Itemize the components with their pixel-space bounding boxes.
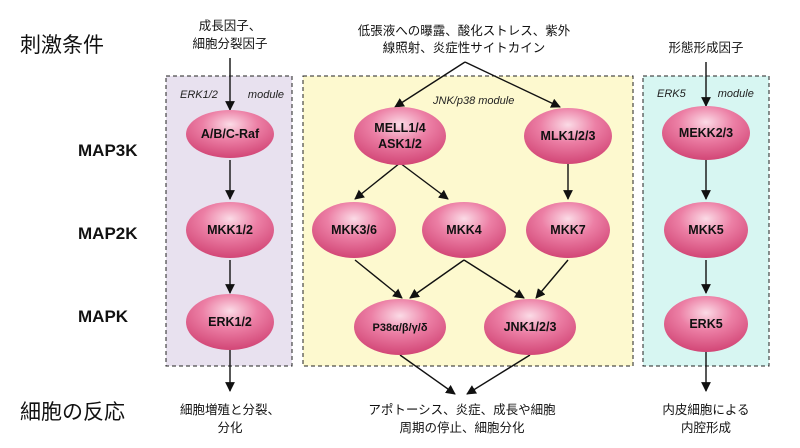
node-erk12-shape — [186, 294, 274, 350]
response-erk5-line2: 内腔形成 — [681, 420, 731, 435]
stimulus-erk12-line1: 成長因子、 — [199, 18, 262, 33]
node-mkk36-label: MKK3/6 — [331, 223, 377, 237]
node-erk5-shape — [664, 296, 748, 352]
node-mkk12-shape — [186, 202, 274, 258]
arrow-jnk-response — [466, 354, 531, 395]
node-mell-ask-shape — [354, 107, 446, 165]
node-mekk23-shape — [662, 106, 750, 160]
node-jnk-shape — [484, 299, 576, 355]
pathway-arrows — [225, 58, 711, 395]
node-raf: A/B/C-Raf — [186, 110, 274, 158]
node-mkk12-label: MKK1/2 — [207, 223, 253, 237]
node-mell-ask: MELL1/4 ASK1/2 — [354, 107, 446, 165]
node-jnk: JNK1/2/3 — [484, 299, 576, 355]
node-mlk-label: MLK1/2/3 — [541, 129, 596, 143]
node-raf-shape — [186, 110, 274, 158]
module-label-jnk-p38: JNK/p38 module — [432, 95, 514, 107]
node-mkk4-label: MKK4 — [446, 223, 481, 237]
node-erk5-label: ERK5 — [689, 317, 722, 331]
node-mkk4: MKK4 — [422, 202, 506, 258]
node-mlk-shape — [524, 108, 612, 164]
node-jnk-label: JNK1/2/3 — [504, 320, 557, 334]
node-p38-label: P38α/β/γ/δ — [372, 322, 427, 334]
node-mkk7-label: MKK7 — [550, 223, 585, 237]
row-label-map3k: MAP3K — [78, 141, 138, 160]
arrow-mkk4-p38 — [409, 259, 465, 299]
node-mekk23: MEKK2/3 — [662, 106, 750, 160]
node-mkk36-shape — [312, 202, 396, 258]
arrow-mkk7-jnk — [535, 259, 569, 299]
node-mkk5: MKK5 — [664, 202, 748, 258]
arrow-mell-mkk4 — [399, 162, 449, 200]
row-label-mapk: MAPK — [78, 307, 129, 326]
node-mkk5-shape — [664, 202, 748, 258]
node-mkk5-label: MKK5 — [688, 223, 723, 237]
response-jnk-line1: アポトーシス、炎症、成長や細胞 — [368, 402, 556, 417]
node-erk5: ERK5 — [664, 296, 748, 352]
node-mell-label: MELL1/4 — [374, 121, 425, 135]
node-mekk23-label: MEKK2/3 — [679, 126, 733, 140]
node-mkk7-shape — [526, 202, 610, 258]
arrow-stim-mell — [394, 61, 466, 108]
arrow-p38-response — [399, 354, 456, 395]
node-ask-label: ASK1/2 — [378, 137, 422, 151]
stimulus-erk5: 形態形成因子 — [668, 40, 743, 55]
node-erk12-label: ERK1/2 — [208, 315, 252, 329]
node-mkk4-shape — [422, 202, 506, 258]
response-erk5-line1: 内皮細胞による — [662, 402, 749, 417]
arrow-mell-mkk36 — [354, 162, 401, 200]
node-p38-shape — [354, 299, 446, 355]
node-p38: P38α/β/γ/δ — [354, 299, 446, 355]
node-mkk7: MKK7 — [526, 202, 610, 258]
stimulus-erk12-line2: 細胞分裂因子 — [192, 36, 267, 51]
node-erk12: ERK1/2 — [186, 294, 274, 350]
row-label-map2k: MAP2K — [78, 224, 138, 243]
arrow-mkk36-p38 — [354, 259, 403, 299]
node-mlk: MLK1/2/3 — [524, 108, 612, 164]
node-mkk36: MKK3/6 — [312, 202, 396, 258]
response-erk12-line2: 分化 — [217, 420, 243, 435]
arrow-mkk4-jnk — [463, 259, 525, 299]
stimulus-jnk-line2: 線照射、炎症性サイトカイン — [383, 40, 546, 55]
node-mkk12: MKK1/2 — [186, 202, 274, 258]
row-label-response: 細胞の反応 — [20, 400, 125, 424]
arrow-stim-mlk — [464, 61, 561, 108]
response-erk12-line1: 細胞増殖と分裂、 — [180, 402, 280, 417]
response-jnk-line2: 周期の停止、細胞分化 — [399, 420, 525, 435]
node-raf-label: A/B/C-Raf — [201, 127, 260, 141]
stimulus-jnk-line1: 低張液への曝露、酸化ストレス、紫外 — [358, 23, 571, 38]
row-label-stimulus: 刺激条件 — [20, 33, 104, 57]
